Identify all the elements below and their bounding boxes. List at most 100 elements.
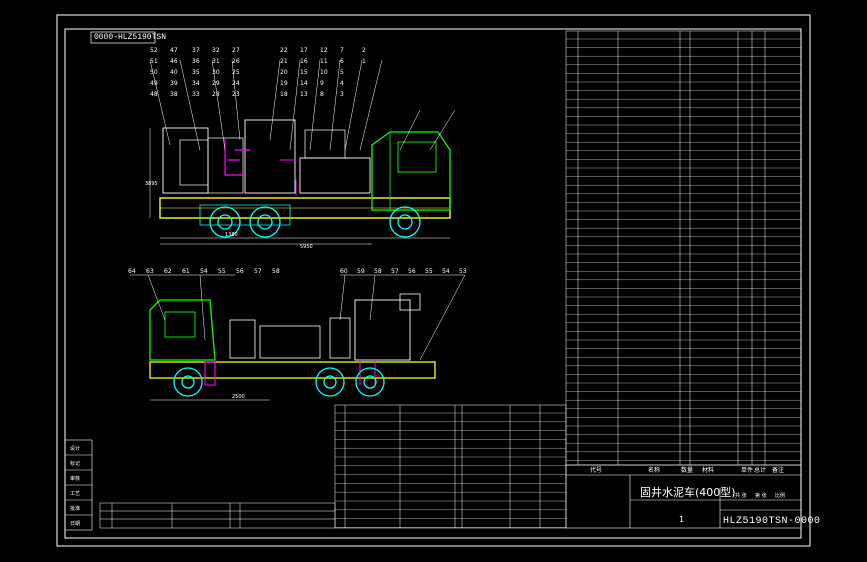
callout-number: 64 [128, 268, 136, 275]
parts-column-header: 单件 [741, 466, 753, 474]
bottom-leaders [130, 274, 466, 361]
callout-number: 24 [232, 80, 240, 87]
drawing-code-box [90, 31, 156, 44]
parts-list-table [565, 30, 802, 466]
callout-number: 12 [320, 47, 328, 54]
revision-label: 工艺 [70, 491, 80, 497]
callout-number: 27 [232, 47, 240, 54]
callout-number: 47 [170, 47, 178, 54]
parts-column-header: 总计 [754, 466, 766, 474]
callout-number: 53 [459, 268, 467, 275]
callout-number: 18 [280, 91, 288, 98]
truck-side-view-icon [149, 119, 451, 245]
callout-number: 55 [425, 268, 433, 275]
callout-number: 54 [200, 268, 208, 275]
callout-number: 46 [170, 58, 178, 65]
dimension-label: 3895 [145, 181, 158, 187]
callout-number: 48 [150, 91, 158, 98]
callout-number: 7 [340, 47, 344, 54]
callout-number: 28 [212, 91, 220, 98]
callout-number: 52 [150, 47, 158, 54]
callout-number: 58 [272, 268, 280, 275]
parts-column-header: 数量 [681, 466, 693, 474]
footer-note: 共 张 [735, 492, 747, 499]
callout-number: 33 [192, 91, 200, 98]
callout-number: 23 [232, 91, 240, 98]
parts-list-left [99, 502, 336, 529]
callout-number: 25 [232, 69, 240, 76]
dimension-label: 1380 [225, 232, 238, 238]
callout-number: 14 [300, 80, 308, 87]
callout-number: 50 [150, 69, 158, 76]
callout-number: 37 [192, 47, 200, 54]
revision-label: 批准 [70, 505, 80, 512]
title-code: HLZ5190TSN-0000 [723, 516, 821, 527]
revision-label: 日期 [70, 521, 80, 527]
footer-note: 比例 [775, 492, 785, 499]
callout-number: 17 [300, 47, 308, 54]
callout-number: 61 [182, 268, 190, 275]
top-leaders [149, 59, 456, 151]
dimension-label: 2500 [232, 394, 245, 400]
parts-column-header: 代号 [590, 466, 602, 474]
callout-number: 30 [212, 69, 220, 76]
callout-number: 55 [218, 268, 226, 275]
parts-column-header: 材料 [702, 466, 714, 474]
callout-number: 49 [150, 80, 158, 87]
revision-label: 审核 [70, 475, 80, 482]
callout-number: 5 [340, 69, 344, 76]
callout-number: 57 [391, 268, 399, 275]
callout-number: 22 [280, 47, 288, 54]
callout-number: 31 [212, 58, 220, 65]
callout-number: 15 [300, 69, 308, 76]
truck-rear-view-icon [149, 293, 436, 401]
callout-number: 36 [192, 58, 200, 65]
dimension-label: 5950 [300, 244, 313, 250]
callout-number: 6 [340, 58, 344, 65]
callout-number: 54 [442, 268, 450, 275]
callout-number: 34 [192, 80, 200, 87]
title-block [565, 464, 802, 529]
sheet-number: 1 [679, 515, 685, 524]
drawing-code: 0000-HLZ5190TSN [94, 33, 167, 42]
revision-label: 标记 [70, 460, 80, 467]
callout-number: 63 [146, 268, 154, 275]
inner-frame [64, 28, 802, 539]
callout-number: 10 [320, 69, 328, 76]
callout-number: 19 [280, 80, 288, 87]
callout-number: 56 [236, 268, 244, 275]
callout-number: 57 [254, 268, 262, 275]
callout-number: 4 [340, 80, 344, 87]
callout-number: 39 [170, 80, 178, 87]
footer-note: 第 张 [755, 492, 767, 499]
callout-number: 8 [320, 91, 324, 98]
callout-number: 16 [300, 58, 308, 65]
callout-number: 51 [150, 58, 158, 65]
callout-number: 38 [170, 91, 178, 98]
title-name: 固井水泥车(400型) [640, 486, 736, 499]
callout-number: 11 [320, 58, 328, 65]
callout-number: 2 [362, 47, 366, 54]
callout-number: 20 [280, 69, 288, 76]
revision-label: 设计 [70, 445, 80, 452]
callout-number: 40 [170, 69, 178, 76]
callout-number: 32 [212, 47, 220, 54]
parts-column-header: 备注 [772, 466, 784, 474]
parts-list-lower [334, 404, 567, 529]
callout-number: 59 [357, 268, 365, 275]
callout-number: 3 [340, 91, 344, 98]
left-border-table [64, 439, 93, 531]
outer-frame [56, 14, 811, 547]
callout-number: 13 [300, 91, 308, 98]
callout-number: 60 [340, 268, 348, 275]
callout-number: 9 [320, 80, 324, 87]
parts-column-header: 名称 [648, 466, 660, 474]
callout-number: 26 [232, 58, 240, 65]
callout-number: 56 [408, 268, 416, 275]
callout-number: 29 [212, 80, 220, 87]
callout-number: 58 [374, 268, 382, 275]
callout-number: 1 [362, 58, 366, 65]
callout-number: 35 [192, 69, 200, 76]
callout-number: 62 [164, 268, 172, 275]
